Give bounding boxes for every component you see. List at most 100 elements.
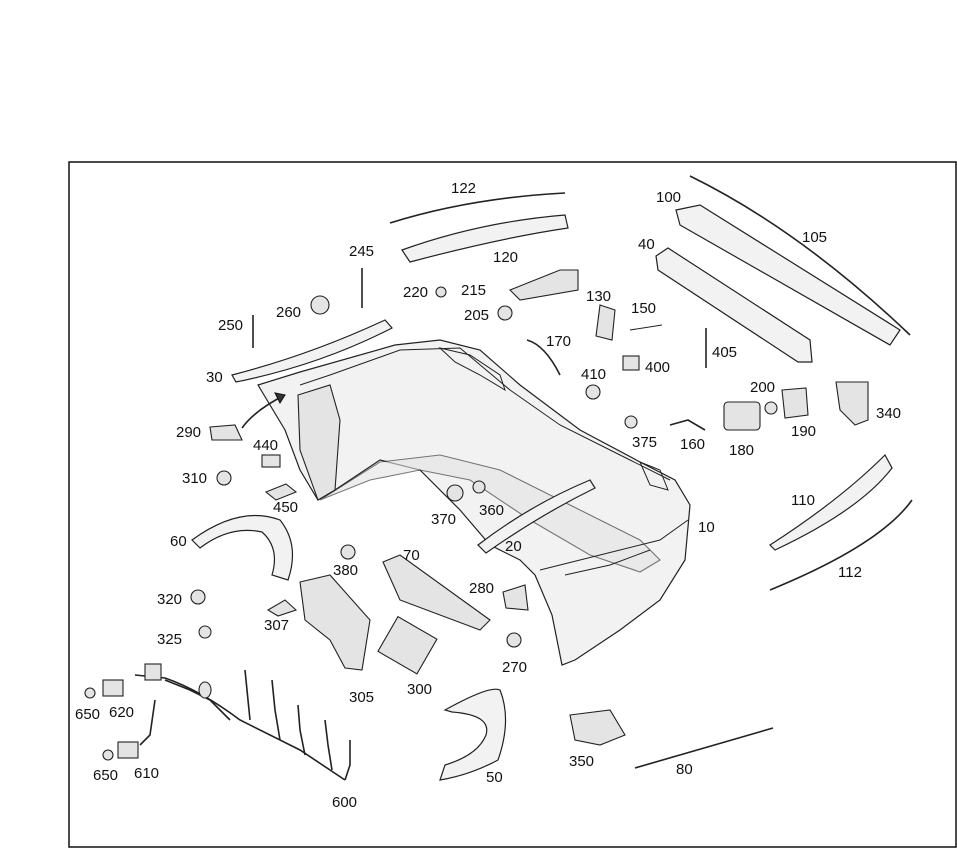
bracket-290 [209, 424, 243, 441]
bracket-280 [502, 584, 529, 611]
label-220: 220 [403, 284, 428, 301]
label-610: 610 [134, 765, 159, 782]
label-190: 190 [791, 423, 816, 440]
label-112: 112 [838, 564, 862, 581]
label-310: 310 [182, 470, 207, 487]
trim-panel-100 [675, 204, 901, 346]
label-105: 105 [802, 229, 827, 246]
label-200: 200 [750, 379, 775, 396]
pointer-arrowhead [274, 392, 286, 405]
label-280: 280 [469, 580, 494, 597]
label-260: 260 [276, 304, 301, 321]
grommet-410 [585, 384, 601, 400]
label-360: 360 [479, 502, 504, 519]
connector-620 [102, 679, 124, 697]
label-305: 305 [349, 689, 374, 706]
connector-610 [117, 741, 139, 759]
screw-260 [310, 295, 330, 315]
label-130: 130 [586, 288, 611, 305]
sensor-180 [723, 401, 761, 431]
trim-strip-122 [389, 192, 566, 224]
label-180: 180 [729, 442, 754, 459]
label-350: 350 [569, 753, 594, 770]
label-290: 290 [176, 424, 201, 441]
label-170: 170 [546, 333, 571, 350]
trim-strip-120 [401, 214, 569, 263]
clip-160 [669, 419, 706, 431]
label-120: 120 [493, 249, 518, 266]
clip-350 [569, 709, 626, 746]
bracket-170 [526, 339, 561, 376]
label-405: 405 [712, 344, 737, 361]
diagram-frame [68, 161, 957, 848]
screw-310 [216, 470, 232, 486]
label-620: 620 [109, 704, 134, 721]
label-400: 400 [645, 359, 670, 376]
trim-strip-20 [477, 479, 596, 554]
label-70: 70 [403, 547, 420, 564]
label-250: 250 [218, 317, 243, 334]
label-150: 150 [631, 300, 656, 317]
pad-450 [264, 483, 298, 501]
clip-320 [190, 589, 206, 605]
label-100: 100 [656, 189, 681, 206]
cover-190 [781, 387, 809, 419]
label-320: 320 [157, 591, 182, 608]
housing-340 [835, 381, 869, 426]
label-440: 440 [253, 437, 278, 454]
label-650a: 650 [75, 706, 100, 723]
label-410: 410 [581, 366, 606, 383]
trim-line-112 [769, 499, 913, 591]
label-110: 110 [791, 492, 815, 509]
connector-block [144, 663, 162, 681]
pad-307 [266, 599, 298, 617]
label-307: 307 [264, 617, 289, 634]
label-340: 340 [876, 405, 901, 422]
label-270: 270 [502, 659, 527, 676]
label-325: 325 [157, 631, 182, 648]
bracket-70 [382, 554, 491, 631]
screw-270 [506, 632, 522, 648]
label-80: 80 [676, 761, 693, 778]
label-215: 215 [461, 282, 486, 299]
pin-150 [629, 324, 663, 331]
label-370: 370 [431, 511, 456, 528]
label-205: 205 [464, 307, 489, 324]
trim-strip-30 [231, 319, 393, 383]
label-60: 60 [170, 533, 187, 550]
nut-370 [446, 484, 464, 502]
label-600: 600 [332, 794, 357, 811]
moulding-strip-105 [689, 175, 911, 336]
label-10: 10 [698, 519, 715, 536]
label-122: 122 [451, 180, 476, 197]
bracket-305 [299, 574, 371, 671]
washer-200 [764, 401, 778, 415]
label-300: 300 [407, 681, 432, 698]
trim-line-80 [634, 727, 774, 769]
reflector-strip-110 [769, 454, 893, 551]
label-245: 245 [349, 243, 374, 260]
arch-liner-60 [191, 514, 294, 581]
trim-panel-40 [655, 247, 813, 363]
clip-440 [261, 454, 281, 468]
label-450: 450 [273, 499, 298, 516]
screw-205 [497, 305, 513, 321]
clip-220 [435, 286, 447, 298]
bracket-215 [509, 269, 579, 301]
clip-325 [198, 625, 212, 639]
label-160: 160 [680, 436, 705, 453]
washer-360 [472, 480, 486, 494]
label-650b: 650 [93, 767, 118, 784]
grommet-650a [84, 687, 96, 699]
label-30: 30 [206, 369, 223, 386]
plate-130 [595, 304, 616, 341]
label-20: 20 [505, 538, 522, 555]
clip-400 [622, 355, 640, 371]
bumper-cover-part [257, 339, 691, 666]
wiring-harness-600 [134, 669, 351, 781]
arch-liner-50 [439, 688, 507, 781]
clip-375 [624, 415, 638, 429]
label-375: 375 [632, 434, 657, 451]
clip-380 [340, 544, 356, 560]
